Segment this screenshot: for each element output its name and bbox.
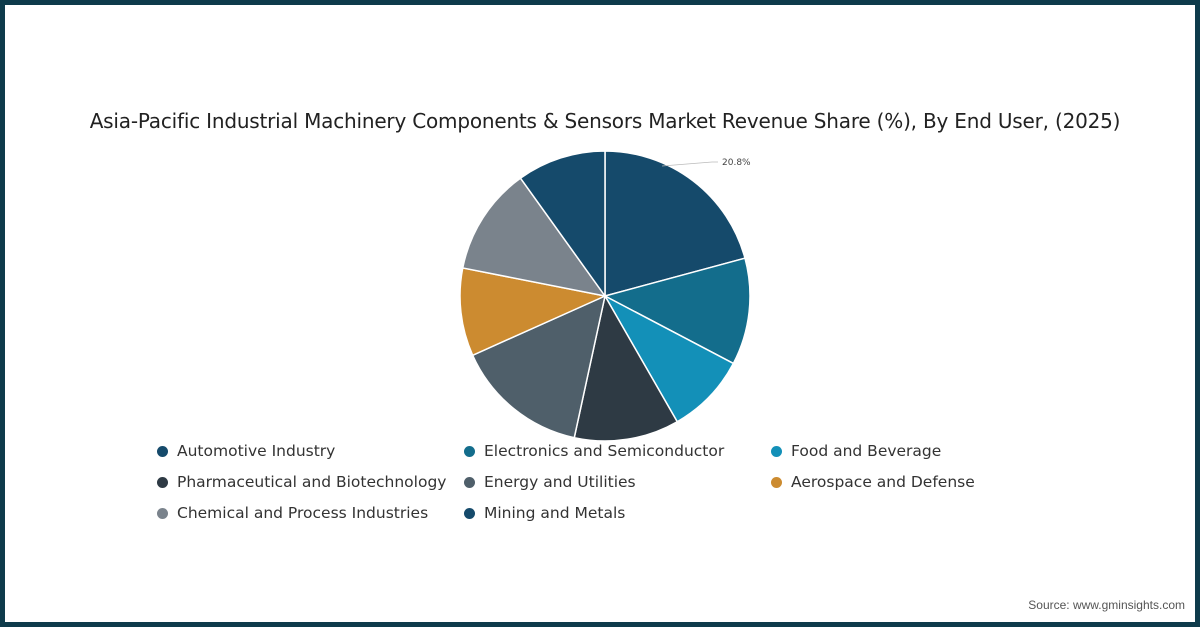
pie-slice-pharmaceutical-and-biotechnology[interactable] — [573, 293, 679, 442]
legend-label: Mining and Metals — [484, 504, 626, 522]
legend-marker-icon — [157, 507, 168, 519]
legend-marker-icon — [771, 476, 782, 488]
legend-marker-icon — [464, 445, 475, 457]
legend-item[interactable]: Electronics and Semiconductor — [464, 440, 724, 462]
legend-item[interactable]: Mining and Metals — [464, 502, 625, 524]
legend-item[interactable]: Pharmaceutical and Biotechnology — [157, 471, 446, 493]
legend-label: Chemical and Process Industries — [177, 504, 429, 522]
legend-label: Automotive Industry — [177, 442, 336, 460]
pie-slice-automotive-industry[interactable] — [604, 150, 746, 297]
pie-slice-electronics-and-semiconductor[interactable] — [602, 257, 751, 365]
legend-item[interactable]: Aerospace and Defense — [771, 471, 975, 493]
legend-label: Energy and Utilities — [484, 473, 636, 491]
pie-slice-energy-and-utilities[interactable] — [471, 294, 607, 439]
legend-label: Aerospace and Defense — [791, 473, 975, 491]
chart-title: Asia-Pacific Industrial Machinery Compon… — [89, 109, 1121, 133]
legend-item[interactable]: Energy and Utilities — [464, 471, 636, 493]
pie-slice-chemical-and-process-industries[interactable] — [461, 177, 607, 298]
legend-marker-icon — [771, 445, 782, 457]
legend-item[interactable]: Food and Beverage — [771, 440, 941, 462]
pie-chart: 20.8% — [459, 150, 751, 442]
pie-slice-food-and-beverage[interactable] — [603, 294, 735, 423]
legend-marker-icon — [464, 476, 475, 488]
source-note: Source: www.gminsights.com — [1028, 598, 1185, 612]
pie-slices — [459, 150, 751, 442]
data-label: 20.8% — [722, 158, 751, 168]
legend-item[interactable]: Automotive Industry — [157, 440, 335, 462]
pie-data-labels: 20.8% — [662, 158, 751, 168]
legend-label: Electronics and Semiconductor — [484, 442, 725, 460]
legend-marker-icon — [464, 507, 475, 519]
legend-label: Pharmaceutical and Biotechnology — [177, 473, 447, 491]
legend-marker-icon — [157, 445, 168, 457]
legend-marker-icon — [157, 476, 168, 488]
legend-item[interactable]: Chemical and Process Industries — [157, 502, 428, 524]
data-label-leader-line — [662, 161, 718, 167]
legend-label: Food and Beverage — [791, 442, 942, 460]
pie-slice-aerospace-and-defense[interactable] — [459, 267, 608, 357]
pie-slice-mining-and-metals[interactable] — [519, 150, 606, 299]
